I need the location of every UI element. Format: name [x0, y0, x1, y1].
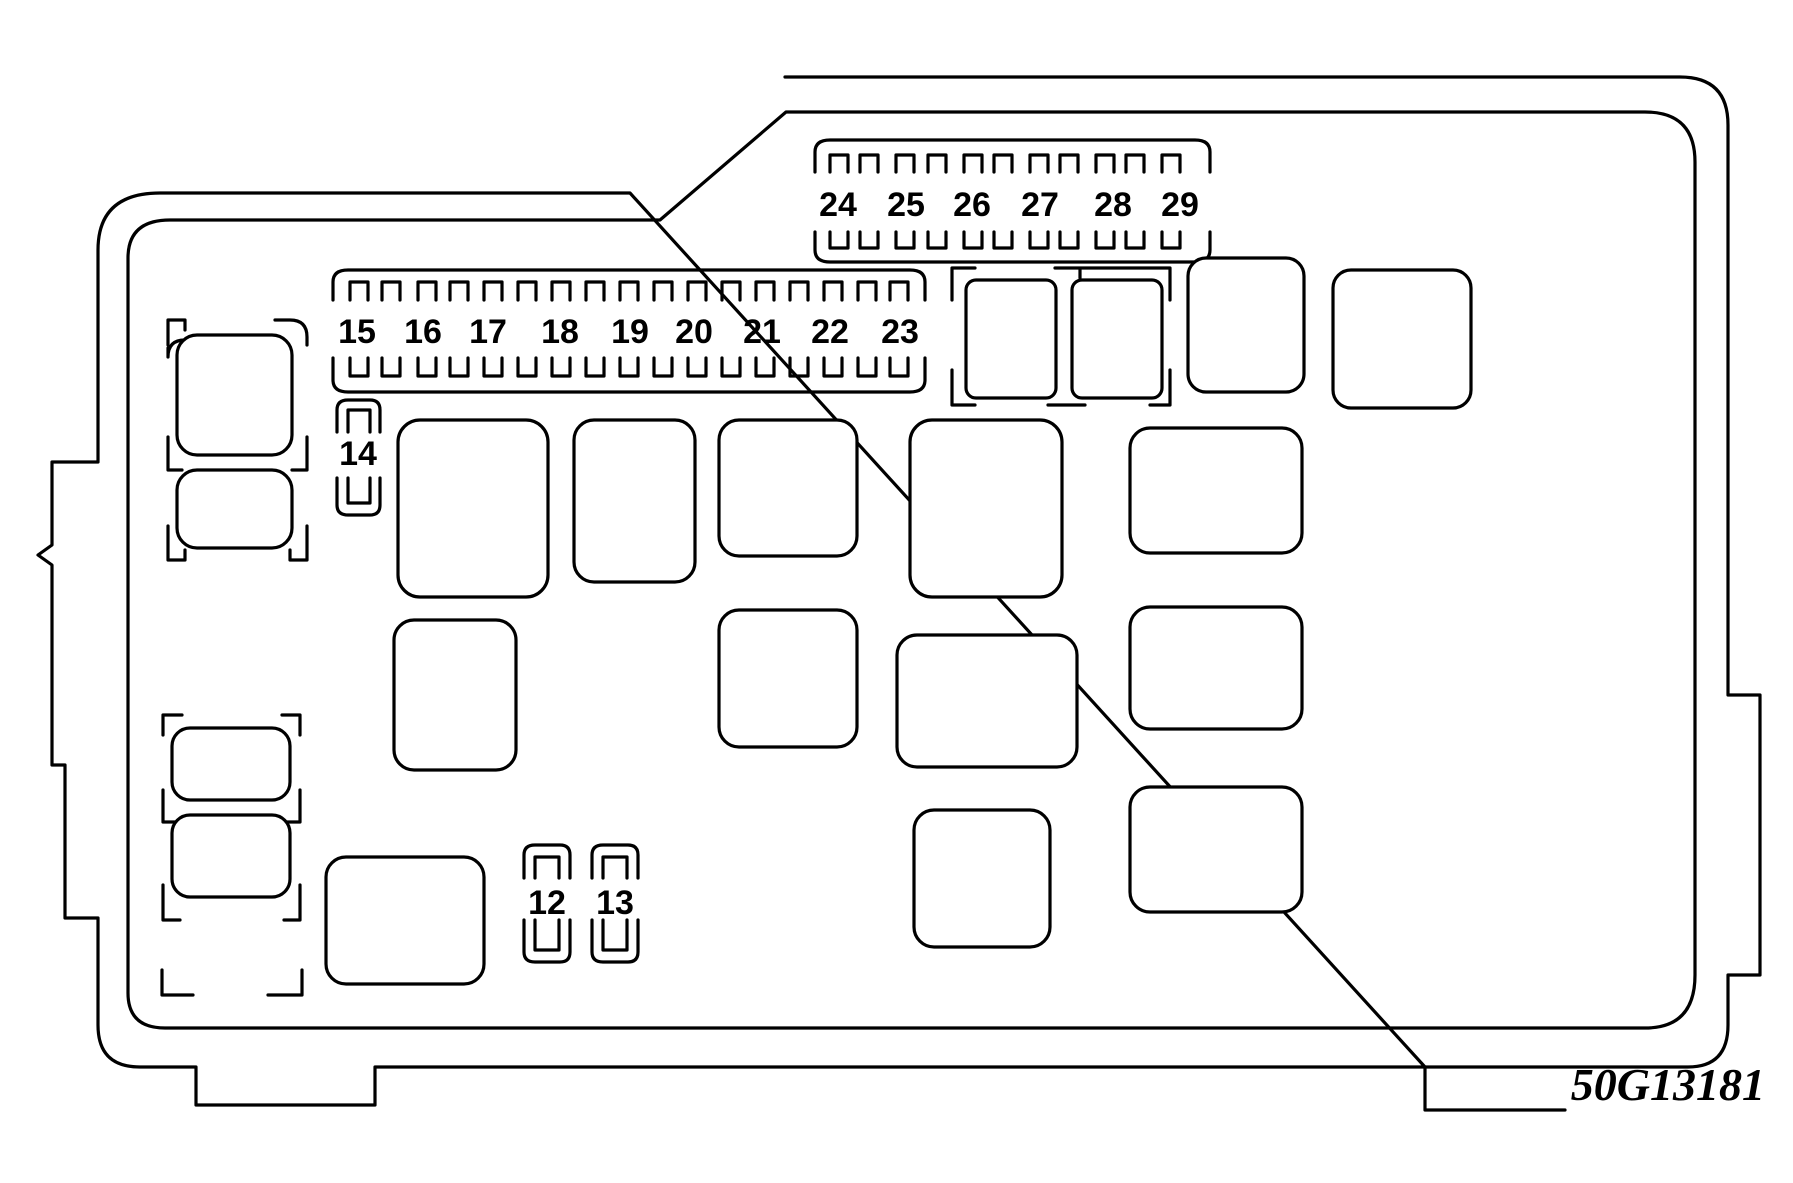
strip-outline-upper	[813, 138, 1212, 174]
fuse-label-23: 23	[881, 313, 919, 351]
fuse-label-14: 14	[339, 435, 377, 473]
fuse-label-13: 13	[596, 884, 634, 922]
fuse-13: 13	[590, 843, 640, 964]
relay-block	[908, 418, 1064, 599]
fuse-14: 14	[335, 398, 382, 517]
relay-block	[324, 855, 486, 986]
diagram-code: 50G13181	[1571, 1059, 1765, 1110]
relay-block	[170, 726, 292, 802]
left-lower-relay-group	[161, 713, 302, 922]
fuse-clip-bottom	[522, 918, 572, 964]
housing-inner-outline	[126, 110, 1697, 1030]
fuse-label-15: 15	[338, 313, 376, 351]
relay-block	[895, 633, 1079, 769]
left-upper-relay-group	[166, 318, 309, 562]
fuse-clip-top	[590, 843, 640, 880]
relay-block	[912, 808, 1052, 949]
fuse-label-12: 12	[528, 884, 566, 922]
fuse-label-28: 28	[1094, 186, 1132, 224]
fuse-label-16: 16	[404, 313, 442, 351]
relay-block	[175, 333, 294, 457]
relay-block	[1128, 785, 1304, 914]
relay-block	[964, 278, 1058, 400]
fuse-label-26: 26	[953, 186, 991, 224]
bottom-right-clip	[266, 968, 304, 997]
relay-block	[175, 468, 294, 550]
relay-bracket	[950, 266, 1172, 302]
fuse-label-24: 24	[819, 186, 857, 224]
relay-block	[170, 813, 292, 899]
fuse-clip-bottom	[335, 476, 382, 517]
fuse-label-25: 25	[887, 186, 925, 224]
fuse-label-21: 21	[743, 313, 781, 351]
fuse-clip-top	[335, 398, 382, 434]
fuse-terminals-upper	[348, 280, 910, 302]
fuse-label-19: 19	[611, 313, 649, 351]
relay-block	[572, 418, 697, 584]
relay-blocks-main	[324, 418, 1304, 986]
strip-outline-lower	[331, 356, 927, 394]
strip-outline-upper	[331, 268, 927, 302]
strip-outline-lower	[813, 230, 1212, 264]
relay-block	[1128, 426, 1304, 555]
fuse-terminals-lower	[348, 356, 910, 378]
relay-block	[396, 418, 550, 599]
relay-block	[717, 418, 859, 558]
fuse-label-29: 29	[1161, 186, 1199, 224]
relay-block	[1128, 605, 1304, 731]
relay-block	[1070, 278, 1164, 400]
fuse-strip-15-23: 15 16 17 18 19 20 21 22 23	[331, 268, 927, 394]
fuse-label-22: 22	[811, 313, 849, 351]
fuse-label-27: 27	[1021, 186, 1059, 224]
fuse-12: 12	[522, 843, 572, 964]
fuse-terminals-lower	[828, 230, 1182, 250]
relay-block	[392, 618, 518, 772]
housing-outer-outline	[36, 75, 1762, 1112]
fuse-label-18: 18	[541, 313, 579, 351]
fuse-strip-24-29: 24 25 26 27 28 29	[813, 138, 1212, 264]
relay-block	[1186, 256, 1306, 394]
top-right-relay-cluster	[950, 256, 1473, 410]
fuse-label-17: 17	[469, 313, 507, 351]
fuse-clip-top	[522, 843, 572, 880]
fuse-terminals-upper	[828, 153, 1182, 174]
relay-block	[717, 608, 859, 749]
bottom-left-clip	[160, 968, 195, 997]
fuse-label-20: 20	[675, 313, 713, 351]
fuse-clip-bottom	[590, 918, 640, 964]
relay-block	[1331, 268, 1473, 410]
